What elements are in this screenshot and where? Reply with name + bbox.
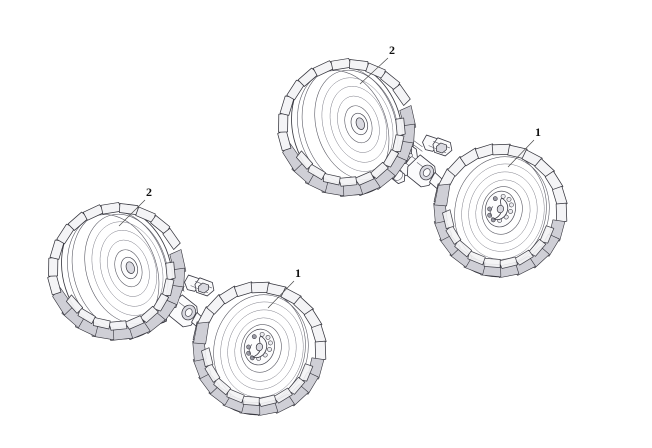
callout-lower-1-leader: [267, 280, 295, 309]
lower-left-wheel[interactable]: [28, 183, 206, 360]
callout-upper-1-leader: [507, 139, 535, 168]
lower-axle-assembly[interactable]: 2 1: [28, 183, 341, 430]
callout-upper-2: 2: [359, 43, 395, 85]
callout-lower-2-leader: [118, 199, 146, 227]
callout-lower-2: 2: [118, 185, 152, 227]
upper-left-wheel[interactable]: [258, 39, 436, 216]
callout-lower-1: 1: [267, 266, 301, 309]
callout-upper-1-label: 1: [535, 125, 541, 139]
callout-upper-1: 1: [507, 125, 541, 168]
callout-upper-2-label: 2: [389, 43, 395, 57]
upper-axle-assembly[interactable]: 2 1: [258, 39, 582, 292]
callout-lower-2-label: 2: [146, 185, 152, 199]
callout-upper-2-leader: [359, 57, 389, 85]
callout-lower-1-label: 1: [295, 266, 301, 280]
